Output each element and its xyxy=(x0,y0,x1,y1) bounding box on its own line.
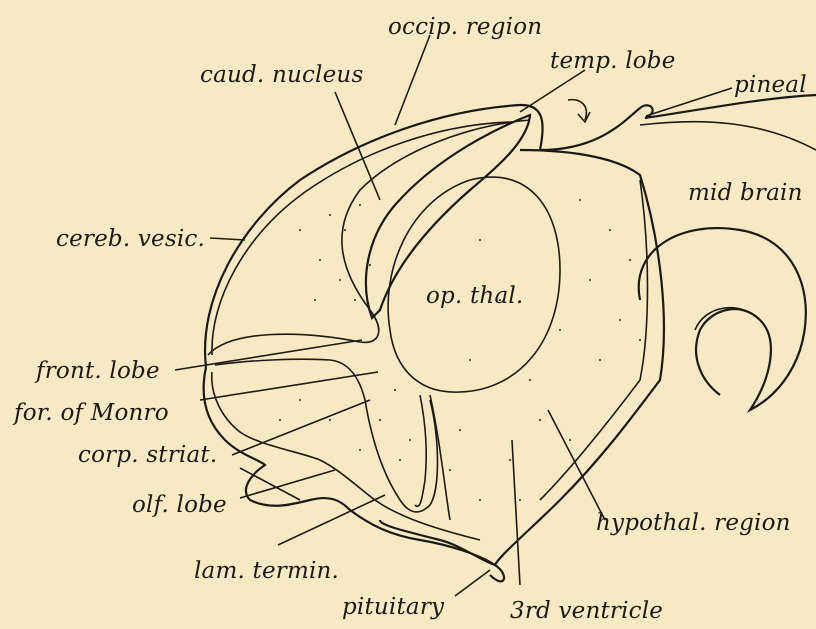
label-occip-region: occip. region xyxy=(388,14,542,40)
leader-front xyxy=(175,340,362,370)
leader-occip xyxy=(395,35,430,125)
arrow-head-icon xyxy=(578,112,590,122)
leader-corp xyxy=(232,400,370,455)
label-olf-lobe: olf. lobe xyxy=(132,492,227,518)
label-temp-lobe: temp. lobe xyxy=(550,48,676,74)
label-mid-brain: mid brain xyxy=(688,180,803,206)
leader-3rd xyxy=(512,440,520,585)
label-cereb-vesic: cereb. vesic. xyxy=(56,226,205,252)
outer-wall xyxy=(205,95,816,367)
label-pineal: pineal xyxy=(734,72,807,98)
mid-brain-inner xyxy=(695,308,760,330)
mid-brain-dorsal xyxy=(640,122,816,150)
third-ventricle-line xyxy=(430,395,450,520)
leader-temp xyxy=(520,70,585,112)
label-front-lobe: front. lobe xyxy=(36,358,160,384)
label-hypothal-region: hypothal. region xyxy=(596,510,791,536)
leader-monro xyxy=(200,372,378,400)
label-op-thal: op. thal. xyxy=(426,283,523,309)
foramen-contour xyxy=(415,395,426,506)
leader-caud xyxy=(335,92,380,200)
label-3rd-ventricle: 3rd ventricle xyxy=(510,598,663,624)
label-corp-striat: corp. striat. xyxy=(78,442,217,468)
stipple-texture xyxy=(279,199,641,501)
label-pituitary: pituitary xyxy=(342,594,444,620)
label-caud-nucleus: caud. nucleus xyxy=(200,62,363,88)
label-lam-termin: lam. termin. xyxy=(194,558,339,584)
front-lobe-contour xyxy=(215,359,438,512)
curved-arrow-icon xyxy=(568,100,586,120)
anterior-wall-inner xyxy=(212,372,480,540)
anterior-wall xyxy=(204,367,504,581)
leader-pit xyxy=(455,570,490,596)
leader-cereb xyxy=(210,238,245,240)
hypothalamus-inner xyxy=(540,180,648,500)
label-for-of-monro: for. of Monro xyxy=(14,400,169,426)
